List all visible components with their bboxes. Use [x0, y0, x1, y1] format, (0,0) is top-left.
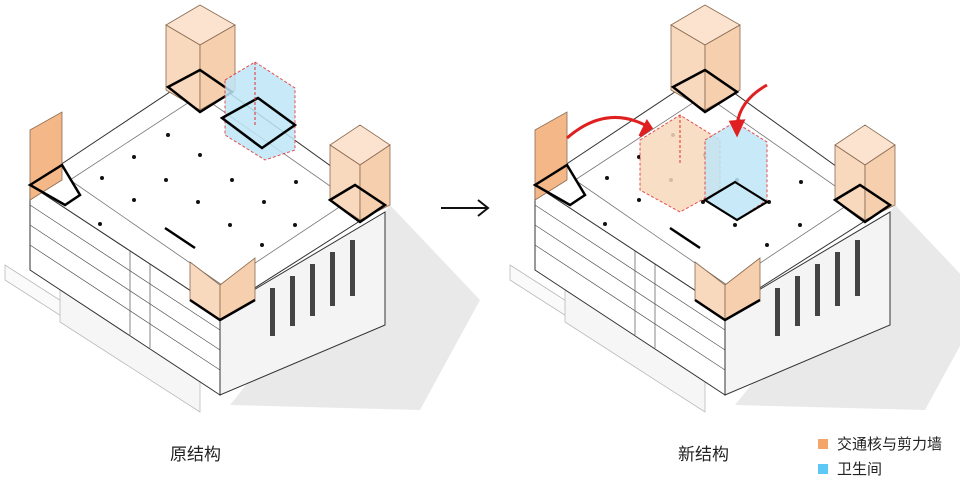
legend-label: 交通核与剪力墙	[837, 435, 943, 453]
legend-label: 卫生间	[837, 460, 883, 478]
legend-item-core-shear-wall: 交通核与剪力墙	[818, 433, 942, 454]
legend-item-washroom: 卫生间	[818, 458, 882, 479]
legend-swatch-orange	[818, 438, 828, 449]
right-arrow-icon	[441, 199, 490, 217]
caption-new-structure: 新结构	[678, 445, 729, 465]
caption-original-structure: 原结构	[170, 445, 221, 465]
relocated-core-volume	[639, 114, 721, 213]
washroom-volume	[219, 61, 298, 161]
relocated-washroom-volume	[702, 121, 770, 222]
legend-swatch-blue	[818, 463, 828, 474]
original-structure-diagram	[3, 3, 482, 414]
new-structure-diagram	[508, 3, 960, 414]
